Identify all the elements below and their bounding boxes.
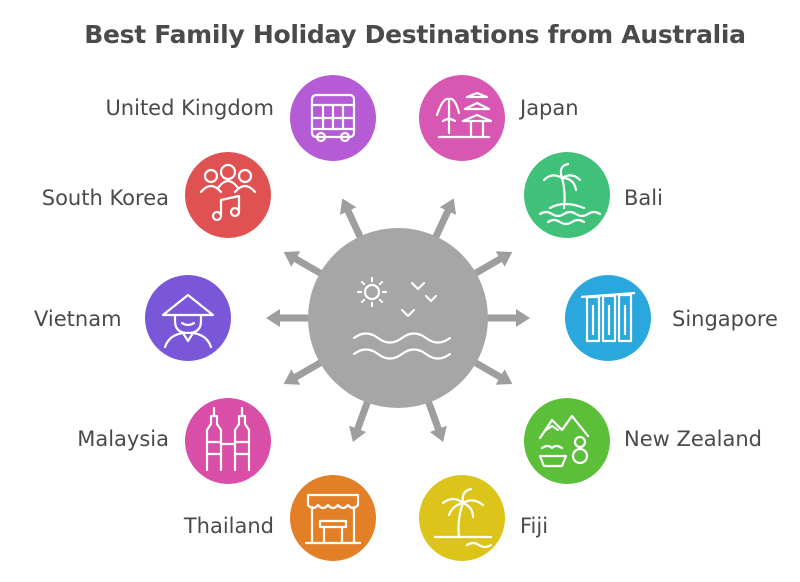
mountains-hobbit-icon bbox=[538, 414, 590, 468]
arrow-head bbox=[495, 251, 513, 267]
label-united-kingdom: United Kingdom bbox=[105, 96, 274, 120]
arrow-head bbox=[439, 198, 457, 215]
node-south-korea bbox=[185, 152, 271, 238]
node-malaysia bbox=[185, 398, 271, 484]
label-singapore: Singapore bbox=[672, 307, 778, 331]
market-stall-icon bbox=[304, 493, 362, 545]
node-singapore bbox=[565, 275, 651, 361]
marina-bay-sands-icon bbox=[580, 291, 636, 343]
label-fiji: Fiji bbox=[520, 514, 549, 538]
label-japan: Japan bbox=[520, 96, 579, 120]
arrow-shaft bbox=[432, 207, 452, 240]
arrow-shaft bbox=[292, 358, 324, 382]
label-south-korea: South Korea bbox=[41, 186, 169, 210]
arrow-shaft bbox=[472, 358, 504, 382]
arrow-head bbox=[516, 309, 530, 327]
label-new-zealand: New Zealand bbox=[624, 427, 762, 451]
node-fiji bbox=[419, 475, 505, 561]
arrow-shaft bbox=[344, 207, 364, 240]
arrows bbox=[266, 198, 530, 443]
twin-towers-icon bbox=[205, 406, 251, 472]
arrow-head bbox=[283, 251, 301, 267]
arrow-head bbox=[495, 369, 513, 385]
node-new-zealand bbox=[524, 398, 610, 484]
arrow-head bbox=[266, 309, 280, 327]
node-bali bbox=[524, 152, 610, 238]
arrow-shaft bbox=[292, 254, 324, 278]
label-thailand: Thailand bbox=[183, 514, 274, 538]
page-title: Best Family Holiday Destinations from Au… bbox=[84, 20, 746, 49]
palm-beach-icon bbox=[433, 487, 493, 549]
palm-island-icon bbox=[538, 162, 602, 226]
node-japan bbox=[419, 75, 505, 161]
arrow-shaft bbox=[353, 399, 372, 432]
arrow-head bbox=[429, 425, 447, 443]
double-decker-bus-icon bbox=[310, 93, 356, 143]
node-vietnam bbox=[145, 275, 231, 361]
node-thailand bbox=[290, 475, 376, 561]
central-hub bbox=[308, 228, 488, 408]
arrow-head bbox=[339, 198, 357, 215]
label-malaysia: Malaysia bbox=[77, 427, 169, 451]
label-bali: Bali bbox=[624, 186, 663, 210]
family-music-icon bbox=[199, 163, 257, 222]
arrow-shaft bbox=[472, 254, 504, 278]
pagoda-tree-icon bbox=[435, 91, 493, 139]
arrow-head bbox=[283, 369, 301, 385]
label-vietnam: Vietnam bbox=[34, 307, 122, 331]
conical-hat-person-icon bbox=[161, 293, 215, 349]
arrow-shaft bbox=[424, 399, 443, 432]
node-united-kingdom bbox=[290, 75, 376, 161]
sun-sea-birds-icon bbox=[352, 276, 452, 360]
arrow-head bbox=[349, 425, 367, 443]
